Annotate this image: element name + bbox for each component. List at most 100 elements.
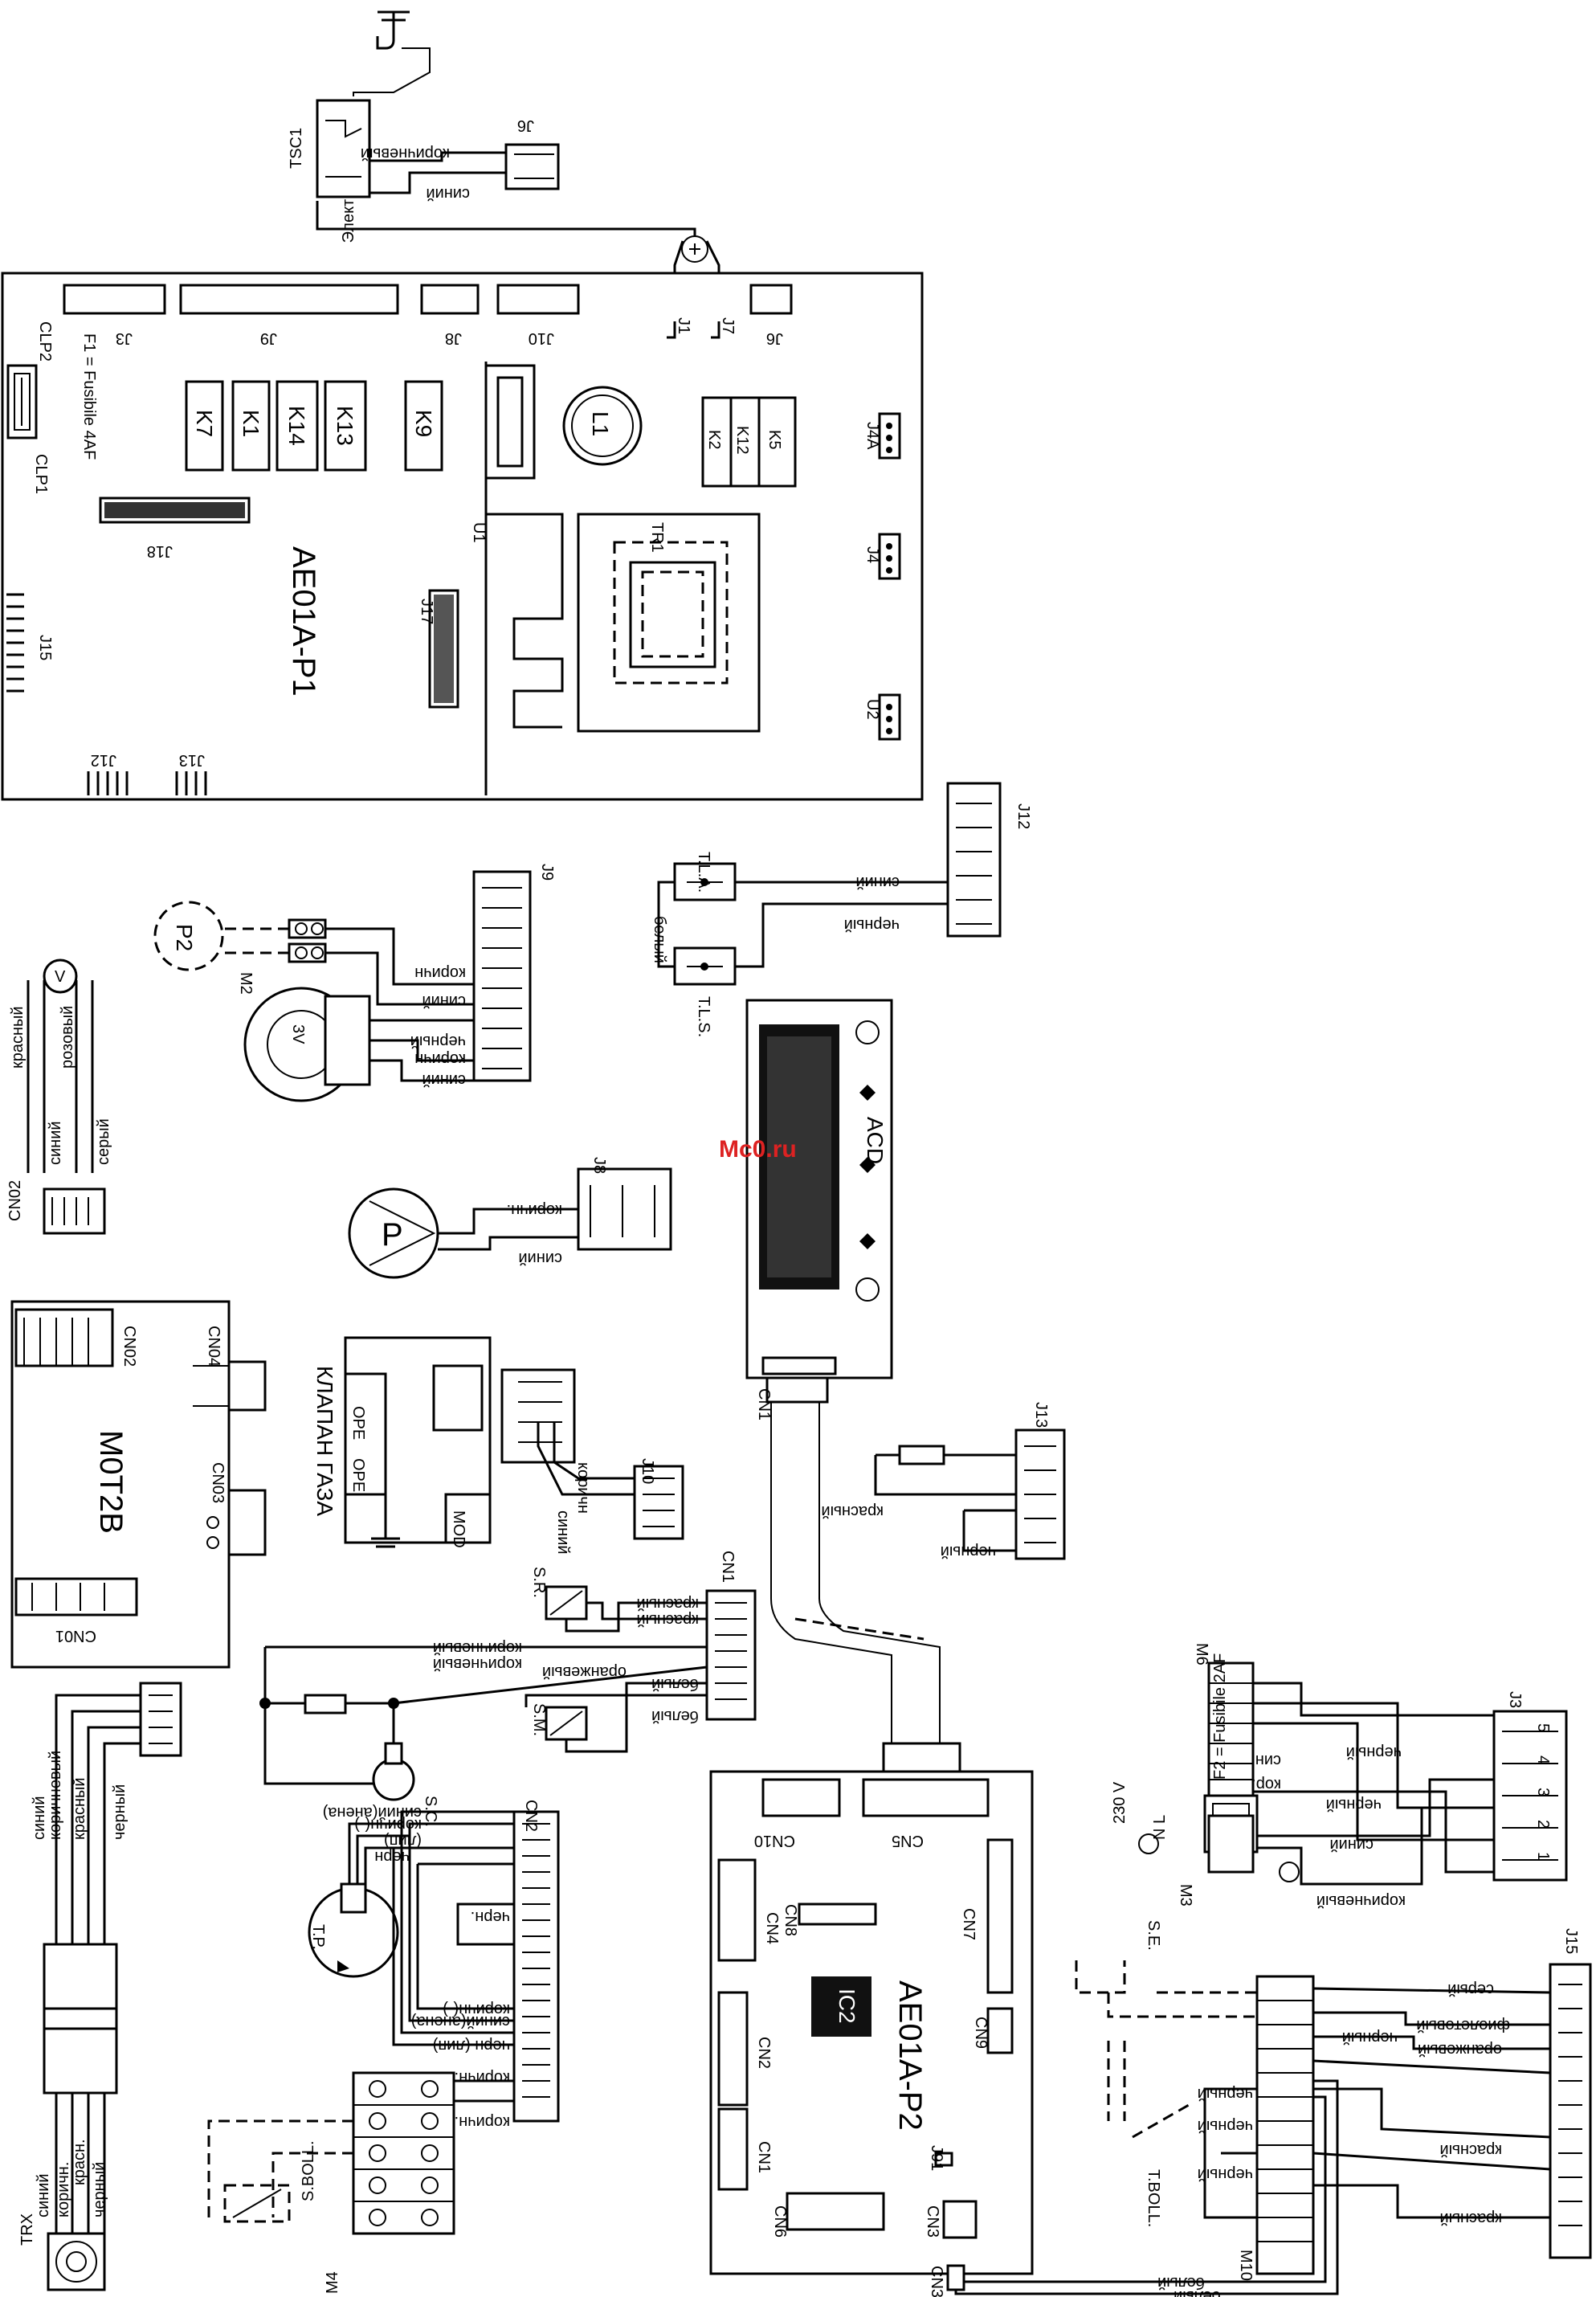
cn2-connector xyxy=(512,1810,560,2123)
sboll-sensor xyxy=(223,2184,291,2223)
clp2-label: CLP2 xyxy=(36,321,54,362)
wire-tp-2: коричн(-) xyxy=(354,1816,422,1833)
wire-tp-10: коричн. xyxy=(455,2113,510,2131)
p1-power-section: U1 TR1 xyxy=(470,362,761,795)
wire-j15-red2: красный xyxy=(1439,2209,1502,2227)
m3-terminal-block xyxy=(1207,1814,1255,1874)
wire-j15-black3: черный xyxy=(1198,2117,1253,2135)
wire-blue-m2a: синий xyxy=(422,992,466,1010)
fan-v-symbol xyxy=(43,958,78,994)
wire-black-j13: черный xyxy=(941,1543,996,1560)
wire-tp-9: коричн. xyxy=(455,2069,510,2087)
p1-j8-label: J8 xyxy=(445,329,462,347)
j10-label: J10 xyxy=(639,1458,656,1484)
relay-k9: K9 xyxy=(411,410,436,437)
wire-brown-sc1: коричневый xyxy=(433,1639,522,1657)
mot-cn03-label: CN03 xyxy=(209,1462,227,1503)
fan-group: V красный синий розовый серый CN02 xyxy=(6,958,112,1235)
m3-label: M3 xyxy=(1177,1884,1194,1907)
u1-label: U1 xyxy=(470,522,488,543)
electrode-assembly: Электрод розж/обн TSC1 коричневый синий … xyxy=(288,10,720,337)
wire-pink-fan: розовый xyxy=(59,1006,76,1069)
p1-inductor: L1 xyxy=(562,386,643,466)
cn02-fan-connector xyxy=(43,1187,106,1235)
cn2-label: CN2 xyxy=(522,1800,540,1832)
wire-gray-fan: серый xyxy=(95,1118,112,1165)
p2-board-label: AE01A-P2 xyxy=(892,1980,928,2131)
trx-blue-bottom: синий xyxy=(35,2173,52,2217)
p2-label: P2 xyxy=(172,924,197,951)
wire-brown-j3: коричневый xyxy=(1316,1892,1406,1910)
acd-label: ACD xyxy=(863,1117,888,1164)
trx-group: синий коричневый красный черный синий ко… xyxy=(18,1682,182,2291)
p1-fuse: F1 = Fusibile 4AF CLP2 CLP1 xyxy=(6,321,98,494)
p2-cn5: CN5 xyxy=(892,1832,924,1849)
relay-k7: K7 xyxy=(192,410,217,437)
j4a-label: J4A xyxy=(863,422,881,450)
p1-j10-label: J10 xyxy=(529,329,554,347)
p1-j1-label: J1 xyxy=(675,317,692,334)
j3-pin-2: 2 xyxy=(1534,1820,1552,1829)
se-label: S.E. xyxy=(1145,1920,1162,1951)
j3-label: J3 xyxy=(1506,1691,1524,1708)
j8-label: J8 xyxy=(590,1157,608,1174)
j4-label: J4 xyxy=(863,546,881,563)
wire-red-j13: красный xyxy=(821,1502,884,1520)
board-ae01a-p1: J3 J9 J8 J10 J1 J7 J6 F1 = Fusibile 4AF … xyxy=(1,272,924,801)
m2-voltage: 3V xyxy=(289,1024,307,1044)
p1-j17: J17 xyxy=(418,589,459,709)
p2-cn10: CN10 xyxy=(754,1832,795,1849)
p1-j12-j13: J12 J13 xyxy=(87,751,207,795)
tsc1-switch xyxy=(316,99,371,198)
gas-ope-2: OPE xyxy=(349,1406,367,1440)
sboll-label: S.BOLL. xyxy=(300,2140,317,2201)
p2-cn3: CN3 xyxy=(924,2205,941,2238)
wire-black-j3-1: черный xyxy=(1346,1743,1402,1761)
wire-red-sr2: красный xyxy=(636,1611,699,1629)
m10-terminal-block xyxy=(1255,1975,1315,2275)
p2-j91: J91 xyxy=(928,2145,945,2171)
wire-black-j3-2: черный xyxy=(1326,1796,1382,1813)
p1-right-headers: J4A J4 U2 xyxy=(863,412,901,741)
u2-label: U2 xyxy=(863,699,881,720)
sc-sensor xyxy=(372,1758,415,1801)
pump-label: P xyxy=(382,1217,403,1253)
j9-label: J9 xyxy=(538,864,556,881)
f2-label: F2 = Fusibile 2AF xyxy=(1211,1653,1229,1780)
wire-blue-tla: синий xyxy=(855,873,900,891)
j18-label: J18 xyxy=(147,542,173,560)
board-ae01a-p2: CN10 CN5 CN4 CN8 CN7 CN2 CN9 CN1 CN6 CN3… xyxy=(709,1770,1339,2297)
wire-j15-black4: черный xyxy=(1198,2165,1253,2183)
wire-white-p2-1: белый xyxy=(1157,2274,1205,2291)
j12-connector xyxy=(946,782,1002,938)
p2-cn9: CN9 xyxy=(972,2017,990,2049)
j15-group: J15 M10 S.E. T.BOLL. серый фиолетовый ор… xyxy=(1075,1920,1592,2281)
m4-group: S.BOLL. M4 xyxy=(207,2071,455,2294)
wire-j15-orange: оранжевый xyxy=(1418,2041,1502,2058)
l1-label: L1 xyxy=(588,411,613,436)
clp1-label: CLP1 xyxy=(32,454,50,494)
trx-brown-bottom: коричн. xyxy=(55,2162,72,2217)
wire-blue-tsc1: синий xyxy=(426,185,470,202)
p1-j6-label: J6 xyxy=(766,329,783,347)
board-m0t2b: CN02 CN04 CN03 M0T2B CN01 xyxy=(10,1300,267,1669)
sr-label: S.R. xyxy=(530,1567,548,1598)
wire-j15-red1: красный xyxy=(1439,2141,1502,2159)
p1-j15: J15 xyxy=(6,593,54,693)
m2-label: M2 xyxy=(237,972,255,995)
j13-p1-label: J13 xyxy=(179,751,205,769)
mot-cn02-label: CN02 xyxy=(120,1326,138,1367)
p2-sensor xyxy=(153,901,224,971)
p1-j18: J18 xyxy=(99,497,251,560)
m2-group: P2 M2 3V коричн синий черный коричн сини… xyxy=(153,864,556,1102)
m6-m3-group: M6 F2 = Fusibile 2AF 230 V N L M3 черный… xyxy=(1111,1643,1568,1910)
trx-label: TRX xyxy=(18,2213,36,2246)
relay-k14: K14 xyxy=(284,406,309,446)
wire-brown-sc2: коричневый xyxy=(433,1655,522,1673)
nl-label: N L xyxy=(1151,1815,1169,1840)
p1-j3-label: J3 xyxy=(116,329,133,347)
wire-white-p2-2: белый xyxy=(1174,2287,1221,2297)
relay-k13: K13 xyxy=(333,406,357,446)
cn1-connector xyxy=(705,1589,757,1721)
sm-label: S.M. xyxy=(530,1703,548,1736)
